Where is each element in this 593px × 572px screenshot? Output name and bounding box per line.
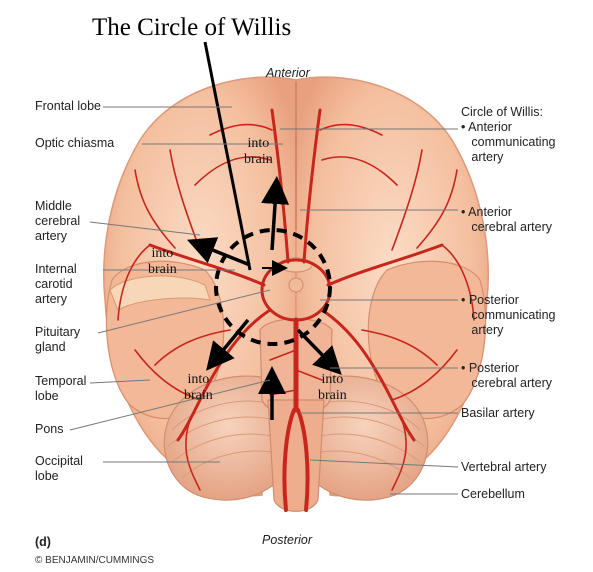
flow-label-middle: into brain <box>148 246 177 278</box>
label-pons: Pons <box>35 422 64 437</box>
credit-line: © BENJAMIN/CUMMINGS <box>35 553 154 568</box>
label-basilar-artery: Basilar artery <box>461 406 535 421</box>
flow-label-posterior-left: into brain <box>184 372 213 404</box>
label-occipital-lobe: Occipital lobe <box>35 454 83 484</box>
label-posterior-cerebral-artery: • Posterior cerebral artery <box>461 361 552 391</box>
anterior-label: Anterior <box>266 66 310 81</box>
figure-title: The Circle of Willis <box>92 14 291 42</box>
pituitary-gland-shape <box>289 278 303 292</box>
label-posterior-communicating-artery: • Posterior communicating artery <box>461 293 555 338</box>
label-internal-carotid-artery: Internal carotid artery <box>35 262 77 307</box>
label-cerebellum: Cerebellum <box>461 487 525 502</box>
label-frontal-lobe: Frontal lobe <box>35 99 101 114</box>
label-circle-of-willis-anterior-communicating: Circle of Willis: • Anterior communicati… <box>461 105 555 165</box>
posterior-label: Posterior <box>262 533 312 548</box>
label-anterior-cerebral-artery: • Anterior cerebral artery <box>461 205 552 235</box>
panel-letter: (d) <box>35 535 51 550</box>
label-pituitary-gland: Pituitary gland <box>35 325 80 355</box>
flow-label-anterior: into brain <box>244 136 273 168</box>
flow-label-posterior-right: into brain <box>318 372 347 404</box>
label-optic-chiasma: Optic chiasma <box>35 136 114 151</box>
medulla <box>268 400 324 511</box>
label-temporal-lobe: Temporal lobe <box>35 374 86 404</box>
label-middle-cerebral-artery: Middle cerebral artery <box>35 199 80 244</box>
label-vertebral-artery: Vertebral artery <box>461 460 546 475</box>
